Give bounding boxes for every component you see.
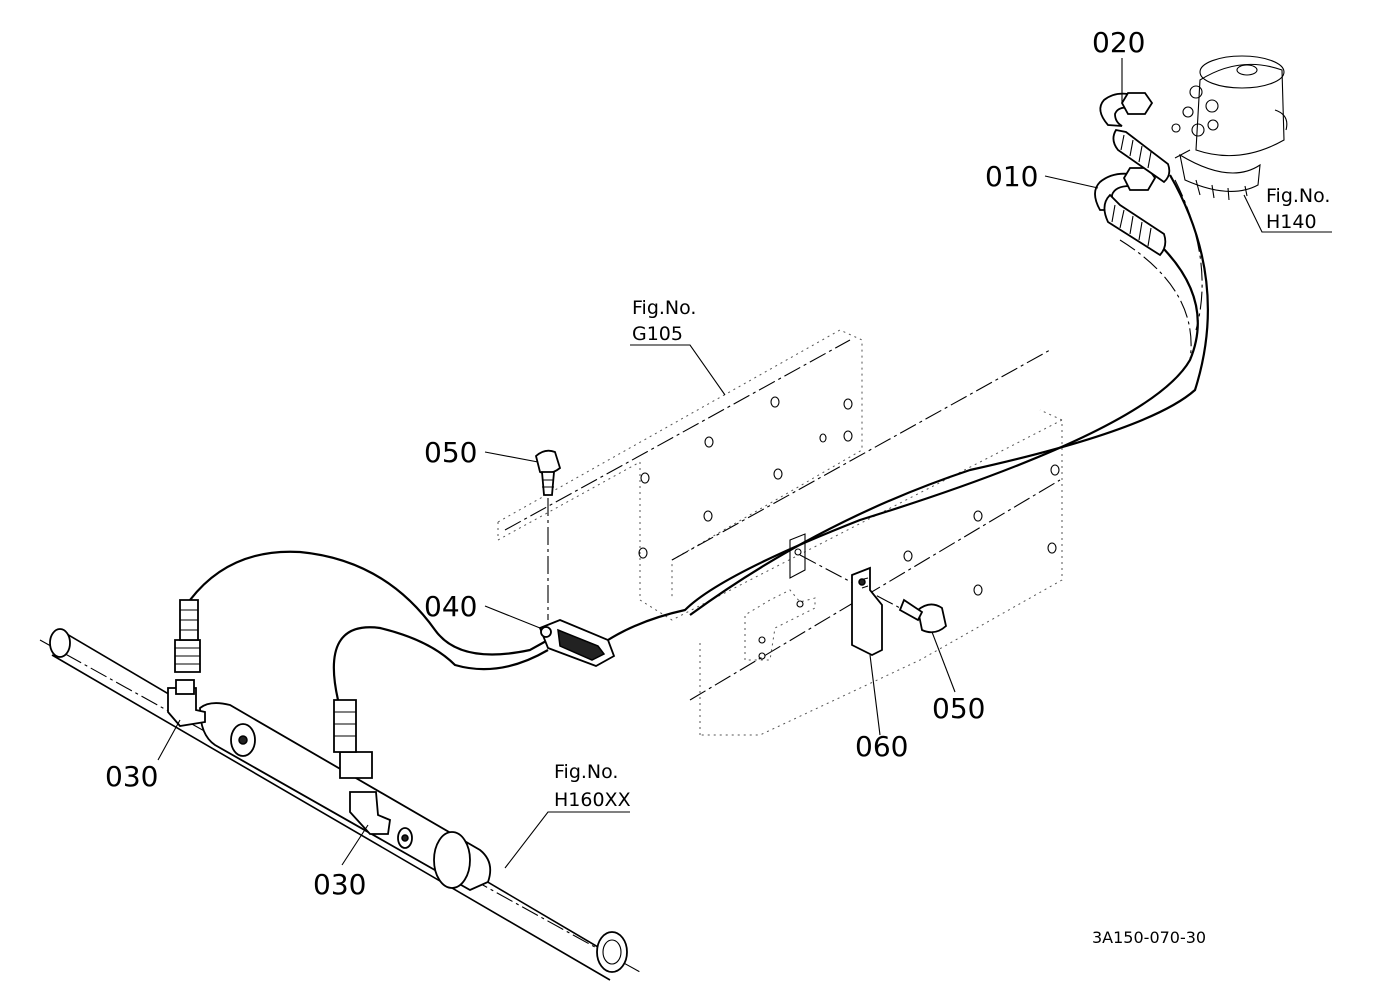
elbow-fitting-030-left [167,599,206,727]
frame-plate-ghost [497,329,1063,736]
hose-rear-left [189,550,549,656]
callout-030-right: 030 [313,868,366,901]
frame-bracket-ghost [744,533,816,661]
steering-cylinder [39,628,641,981]
bolt-050-top [534,449,562,620]
bracket-060 [851,566,883,657]
hose-fitting-010 [1094,167,1167,257]
fig-ref-g105-line1: Fig.No. [632,297,696,319]
fig-ref-h160xx-line2: H160XX [554,789,631,811]
hose-020 [689,174,1209,616]
callout-050-right: 050 [932,692,985,725]
hose-clamp-040 [538,619,616,667]
callout-030-left: 030 [105,760,158,793]
elbow-fitting-030-right [333,699,391,835]
callout-060: 060 [855,730,908,763]
hose-010 [607,239,1199,641]
fig-ref-h140-line1: Fig.No. [1266,185,1330,207]
callout-050-top: 050 [424,436,477,469]
fig-ref-h160xx-line1: Fig.No. [554,761,618,783]
hose-rear-right [332,626,549,701]
fig-ref-g105-line2: G105 [632,323,683,345]
callout-010: 010 [985,160,1038,193]
bolt-050-right [799,554,947,634]
leader-lines [157,58,1332,869]
hose-fitting-020 [1099,92,1171,184]
callout-040: 040 [424,590,477,623]
steering-unit [1171,55,1288,201]
diagram-code: 3A150-070-30 [1092,928,1206,947]
fig-ref-h140-line2: H140 [1266,211,1317,233]
callout-020: 020 [1092,26,1145,59]
